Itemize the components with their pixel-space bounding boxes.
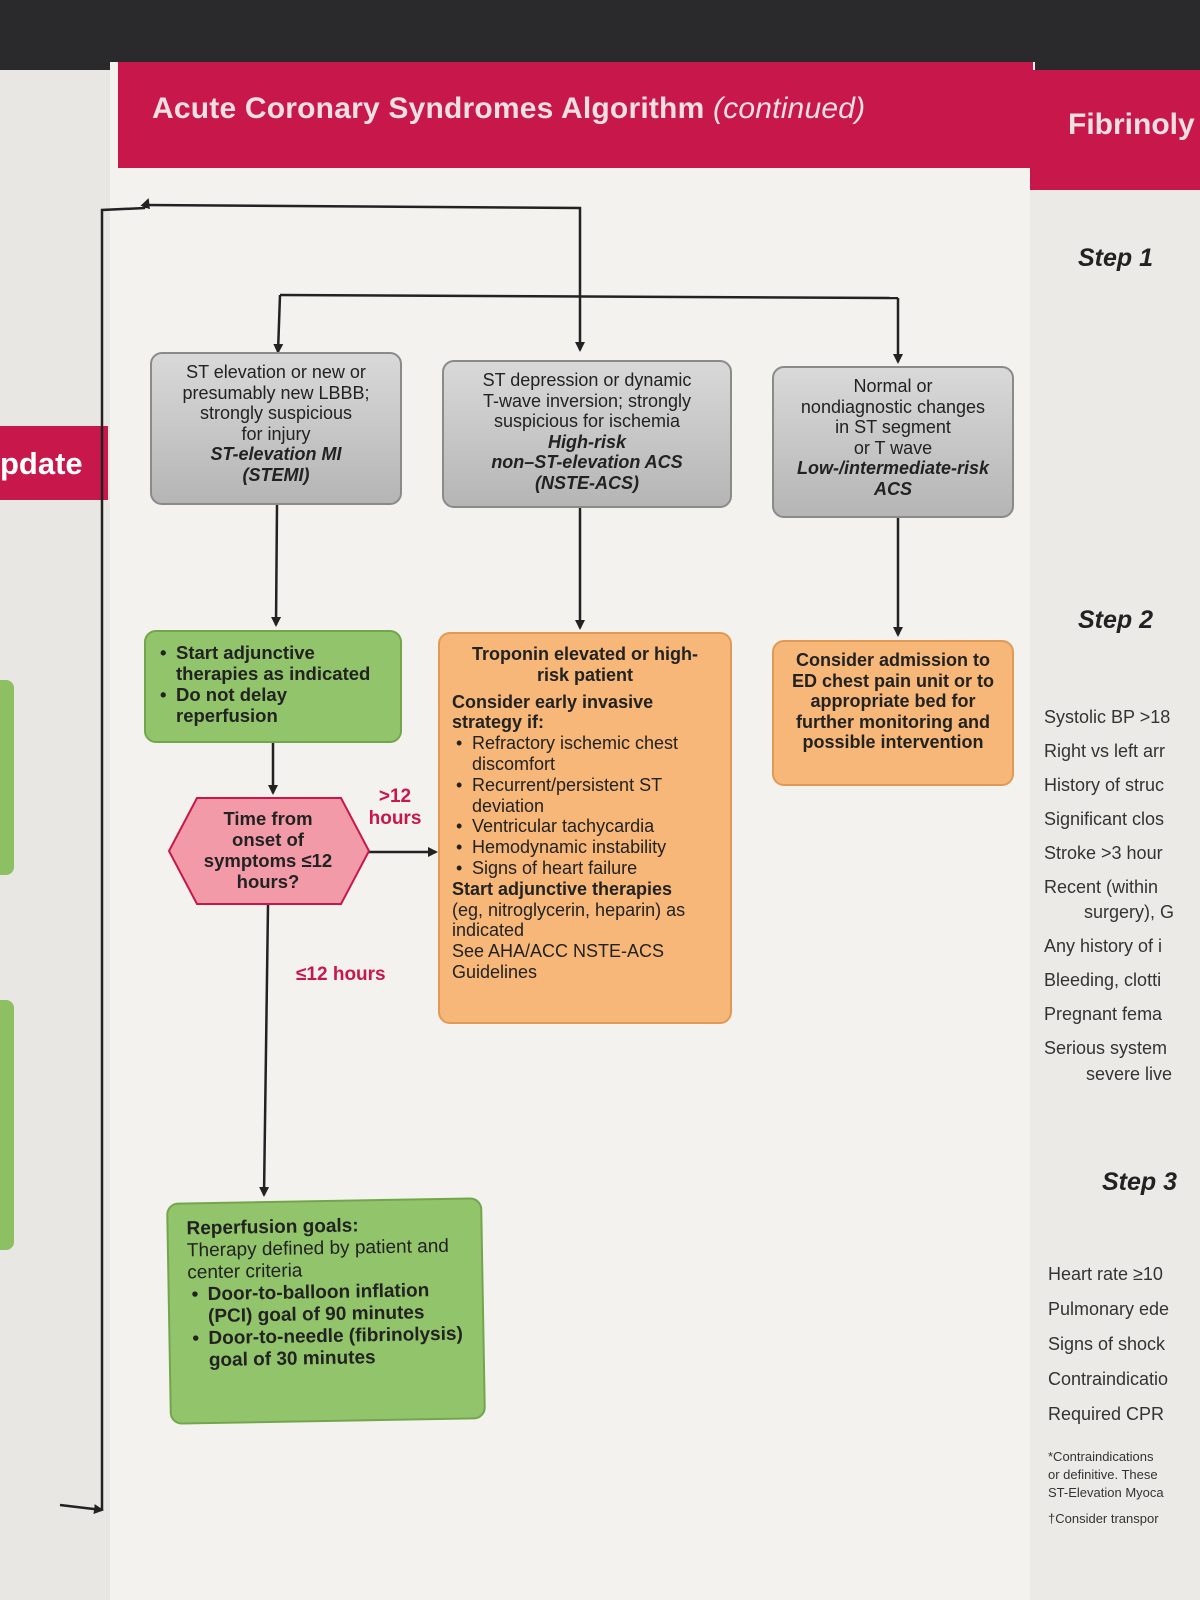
admission-text: Consider admission to ED chest pain unit…: [791, 650, 994, 752]
adjunct-text: (eg, nitroglycerin, heparin) as indicate…: [452, 899, 686, 941]
nste-line: suspicious for ischemia: [493, 411, 681, 431]
adjunctive-therapies-box: Start adjunctive therapies as indicated …: [144, 630, 402, 743]
reperfusion-goals-box: Reperfusion goals: Therapy defined by pa…: [166, 1197, 486, 1425]
guidelines-text: See AHA/ACC NSTE-ACS Guidelines: [452, 941, 665, 982]
nste-acs-box: ST depression or dynamic T-wave inversio…: [442, 360, 732, 508]
reperfusion-goal: Door-to-needle (fibrinolysis) goal of 30…: [188, 1324, 465, 1373]
adjunctive-item: Start adjunctive therapies as indicated: [156, 642, 390, 684]
stemi-title: ST-elevation MI: [210, 444, 342, 464]
reperfusion-text: Therapy defined by patient and center cr…: [186, 1235, 450, 1284]
low-risk-title: ACS: [873, 478, 912, 499]
footnote-line: ST-Elevation Myoca: [1048, 1485, 1164, 1500]
stemi-box: ST elevation or new or presumably new LB…: [150, 352, 402, 505]
decision-text: Time from onset of symptoms ≤12 hours?: [203, 808, 333, 892]
adjunct-heading: Start adjunctive therapies: [452, 878, 673, 899]
right-header-band: [1030, 70, 1200, 190]
admission-box: Consider admission to ED chest pain unit…: [772, 640, 1014, 786]
troponin-box: Troponin elevated or high-risk patient C…: [438, 632, 732, 1024]
step-2-line: surgery), G: [1084, 902, 1175, 922]
footnote-line: †Consider transpor: [1048, 1511, 1159, 1526]
right-page-panel: [1030, 70, 1200, 1600]
update-tab: [0, 426, 108, 500]
step-2-heading: Step 2: [1078, 606, 1154, 634]
le-12-hours-label: ≤12 hours: [296, 964, 386, 985]
nste-abbr: (NSTE-ACS): [535, 472, 639, 493]
nste-risk: High-risk: [547, 431, 626, 452]
step-1-heading: Step 1: [1078, 244, 1154, 272]
step-2-line: History of struc: [1044, 775, 1165, 795]
step-2-line: Systolic BP >18: [1044, 707, 1171, 727]
gt-12-hours-label: >12 hours: [368, 786, 422, 829]
step-3-line: Required CPR: [1048, 1404, 1165, 1424]
low-risk-label: Low-/intermediate-risk: [796, 458, 990, 478]
step-2-line: Stroke >3 hour: [1044, 843, 1163, 863]
low-risk-box: Normal or nondiagnostic changes in ST se…: [772, 366, 1014, 518]
step-2-line: Right vs left arr: [1044, 741, 1166, 761]
invasive-criterion: Ventricular tachycardia: [452, 816, 718, 837]
footnote-line: *Contraindications: [1048, 1449, 1154, 1464]
nste-line: T-wave inversion; strongly: [482, 390, 692, 411]
step-3-line: Signs of shock: [1048, 1334, 1166, 1354]
nste-title: non–ST-elevation ACS: [491, 452, 683, 472]
left-green-box-edge: [0, 1000, 14, 1250]
invasive-criterion: Signs of heart failure: [452, 858, 718, 879]
troponin-heading: Troponin elevated or high-risk patient: [471, 644, 698, 685]
adjunctive-item: Do not delay reperfusion: [156, 684, 390, 726]
update-tab-label: pdate: [0, 446, 83, 481]
step-2-line: Pregnant fema: [1044, 1004, 1163, 1024]
page-title-main: Acute Coronary Syndromes Algorithm: [152, 92, 705, 125]
step-2-line: Any history of i: [1044, 936, 1163, 956]
left-green-box-edge: [0, 680, 14, 875]
invasive-criterion: Refractory ischemic chest discomfort: [452, 733, 718, 775]
stemi-abbr: (STEMI): [242, 464, 310, 485]
stemi-line: for injury: [241, 423, 311, 444]
step-3-line: Pulmonary ede: [1048, 1299, 1170, 1319]
invasive-criterion: Hemodynamic instability: [452, 837, 718, 858]
step-2-line: Significant clos: [1044, 809, 1165, 829]
step-2-line: Bleeding, clotti: [1044, 970, 1162, 990]
stemi-line: presumably new LBBB;: [182, 382, 370, 403]
page-title: Acute Coronary Syndromes Algorithm (cont…: [152, 92, 865, 126]
low-risk-line: nondiagnostic changes: [800, 396, 986, 417]
step-2-line: Serious system: [1044, 1038, 1168, 1058]
step-2-line: severe live: [1086, 1064, 1173, 1084]
invasive-criterion: Recurrent/persistent ST deviation: [452, 775, 718, 817]
footnote-line: or definitive. These: [1048, 1467, 1158, 1482]
step-3-heading: Step 3: [1102, 1168, 1178, 1196]
invasive-strategy-heading: Consider early invasive strategy if:: [452, 691, 654, 733]
decision-hexagon: [167, 797, 371, 905]
step-2-line: Recent (within: [1044, 877, 1159, 897]
stemi-line: strongly suspicious: [199, 403, 353, 423]
step-3-line: Heart rate ≥10: [1048, 1264, 1163, 1284]
step-3-line: Contraindicatio: [1048, 1369, 1169, 1389]
header-band: [118, 62, 1033, 168]
nste-line: ST depression or dynamic: [482, 370, 692, 390]
low-risk-line: or T wave: [853, 437, 933, 458]
reperfusion-goal: Door-to-balloon inflation (PCI) goal of …: [188, 1280, 465, 1329]
page-title-suffix: (continued): [713, 92, 866, 125]
right-page-title: Fibrinoly: [1068, 108, 1195, 141]
low-risk-line: in ST segment: [835, 417, 951, 437]
stemi-line: ST elevation or new or: [186, 362, 366, 382]
left-page-panel: [0, 70, 120, 1600]
low-risk-line: Normal or: [853, 376, 933, 396]
